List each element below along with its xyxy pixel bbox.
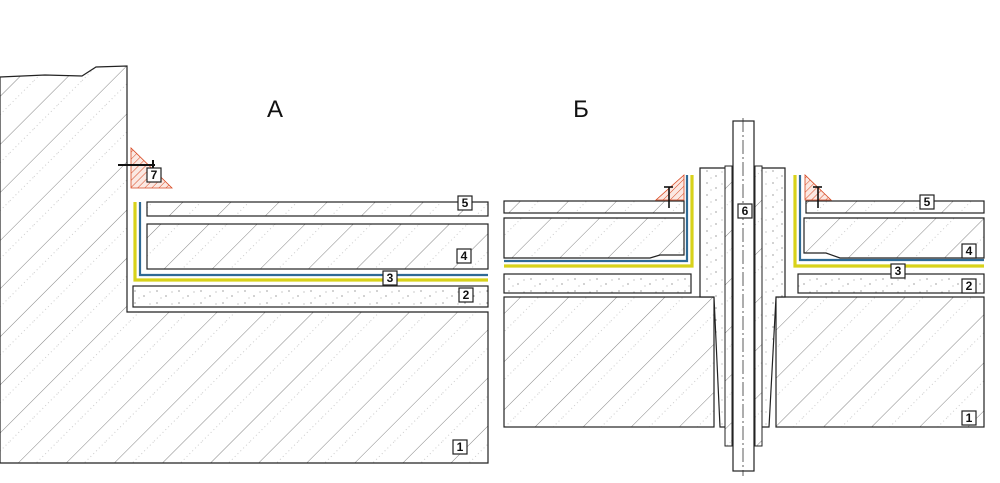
detail-b-waterproofing-yellow-right — [793, 175, 984, 268]
detail-b-screed-left — [503, 273, 692, 294]
detail-a-screed — [132, 285, 489, 308]
detail-a-tag-1: 1 — [452, 439, 468, 455]
svg-text:4: 4 — [966, 244, 973, 258]
detail-a: А 7 5 4 3 — [0, 65, 489, 464]
svg-text:1: 1 — [966, 411, 973, 425]
detail-a-tag-3: 3 — [382, 270, 398, 286]
svg-text:1: 1 — [457, 440, 464, 454]
detail-a-tag-2: 2 — [458, 287, 474, 303]
svg-text:2: 2 — [463, 288, 470, 302]
detail-b-tag-5: 5 — [919, 194, 935, 210]
svg-text:3: 3 — [387, 271, 394, 285]
detail-b-letter: Б — [573, 96, 589, 123]
detail-b-top-layer-left — [503, 200, 685, 214]
svg-text:7: 7 — [151, 168, 158, 182]
detail-a-top-layer — [146, 201, 489, 217]
detail-b-tag-2: 2 — [961, 278, 977, 294]
detail-b-waterproofing-blue-right — [798, 175, 984, 262]
detail-b-slab-left — [503, 296, 715, 428]
detail-b-waterproofing-blue-left — [504, 175, 689, 263]
detail-b-tag-4: 4 — [961, 243, 977, 259]
detail-b-tag-6: 6 — [737, 203, 753, 219]
detail-b-tag-1: 1 — [961, 410, 977, 426]
detail-a-waterproofing-blue — [138, 202, 488, 277]
svg-text:5: 5 — [462, 196, 469, 210]
detail-b-insulation-left — [503, 217, 685, 259]
detail-b-insulation-right — [803, 217, 985, 259]
detail-b: Б — [503, 96, 985, 476]
detail-a-tag-5: 5 — [457, 195, 473, 211]
detail-b-top-layer-right — [805, 200, 985, 214]
svg-text:3: 3 — [895, 264, 902, 278]
detail-b-sleeve-left — [724, 165, 733, 447]
svg-text:5: 5 — [924, 195, 931, 209]
svg-text:6: 6 — [742, 204, 749, 218]
detail-b-waterproofing-yellow-left — [504, 175, 694, 268]
detail-b-tag-3: 3 — [890, 263, 906, 279]
svg-text:2: 2 — [966, 279, 973, 293]
detail-a-letter: А — [267, 96, 283, 123]
detail-b-slab-right — [775, 296, 985, 428]
svg-text:4: 4 — [461, 249, 468, 263]
detail-a-tag-7: 7 — [146, 167, 162, 183]
detail-b-pipe — [732, 120, 755, 472]
detail-a-tag-4: 4 — [456, 248, 472, 264]
detail-b-sleeve-right — [754, 165, 763, 447]
detail-a-waterproofing-yellow — [133, 202, 488, 282]
detail-a-insulation — [146, 223, 489, 270]
